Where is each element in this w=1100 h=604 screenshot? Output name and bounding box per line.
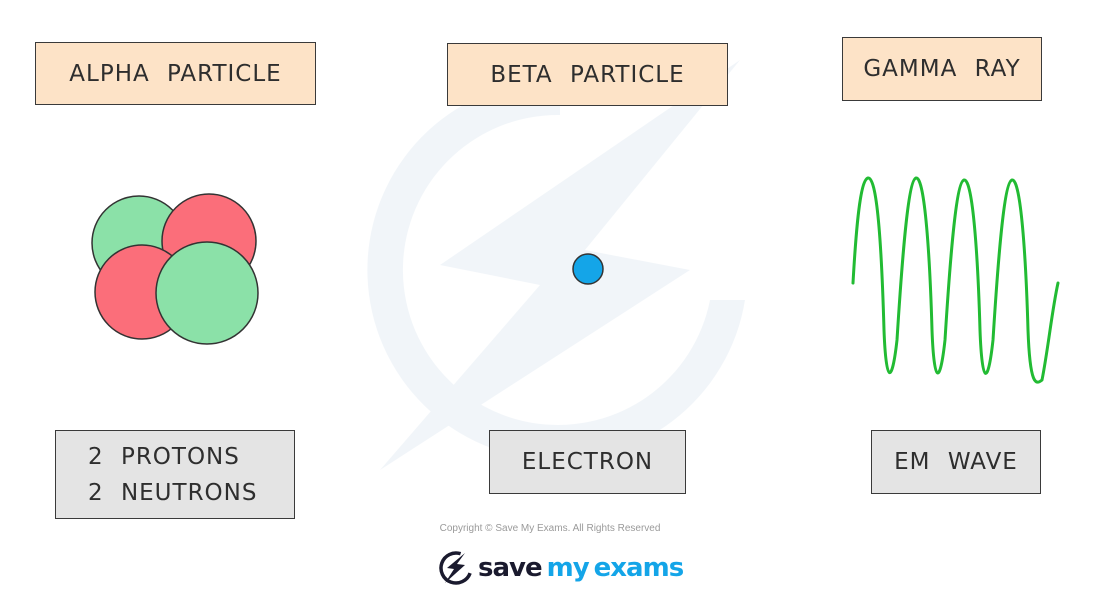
lightning-bolt-icon [439, 551, 473, 585]
brand-logo: save my exams [438, 548, 685, 588]
gamma-ray-title: GAMMA RAY [842, 37, 1042, 101]
brand-word-save: save [478, 553, 543, 583]
brand-word-exams: exams [593, 553, 685, 583]
lightning-bolt-icon [367, 60, 745, 470]
alpha-particle-title: ALPHA PARTICLE [35, 42, 316, 105]
neutrons-line: 2 NEUTRONS [88, 479, 258, 506]
alpha-composition-label: 2 PROTONS 2 NEUTRONS [55, 430, 295, 519]
brand-word-my: my [546, 553, 590, 583]
electron-label: ELECTRON [489, 430, 686, 494]
beta-particle-title: BETA PARTICLE [447, 43, 728, 106]
protons-line: 2 PROTONS [88, 443, 240, 470]
em-wave-label: EM WAVE [871, 430, 1041, 494]
copyright-text: Copyright © Save My Exams. All Rights Re… [439, 523, 661, 534]
